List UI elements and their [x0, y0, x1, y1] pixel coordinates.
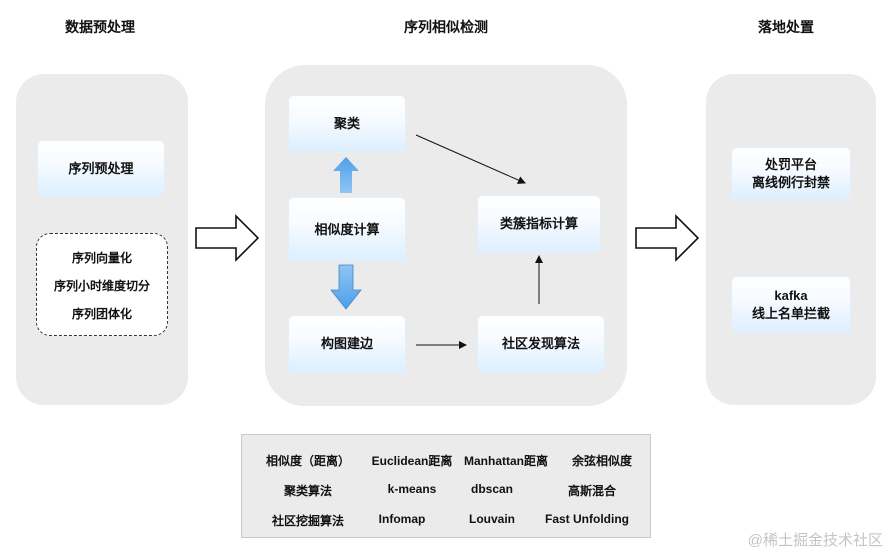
preprocess-steps-box: 序列向量化 序列小时维度切分 序列团体化: [36, 233, 168, 336]
blue-up-arrow-icon: [333, 157, 359, 193]
flow-arrow-1-icon: [195, 214, 260, 262]
node-online-block: kafka 线上名单拦截: [731, 276, 851, 333]
glossary-cell: dbscan: [470, 482, 514, 496]
algorithm-glossary: 相似度（距离） Euclidean距离 Manhattan距离 余弦相似度 聚类…: [241, 434, 651, 538]
glossary-cell: 高斯混合: [567, 484, 617, 498]
arrow-clustering-to-metrics: [415, 134, 526, 184]
watermark: @稀土掘金技术社区: [747, 532, 883, 549]
node-similarity: 相似度计算: [288, 197, 406, 262]
glossary-cell: 余弦相似度: [571, 454, 633, 468]
node-sequence-preprocess: 序列预处理: [37, 140, 165, 197]
title-preprocess: 数据预处理: [65, 19, 135, 35]
blue-down-arrow-icon: [330, 264, 362, 310]
flow-arrow-2-icon: [635, 214, 700, 262]
panel-action: [706, 74, 876, 405]
title-detect: 序列相似检测: [404, 19, 488, 35]
glossary-cell: Manhattan距离: [463, 454, 549, 468]
glossary-cell: 社区挖掘算法: [271, 514, 345, 528]
preprocess-step: 序列小时维度切分: [53, 279, 150, 293]
node-graph-edges: 构图建边: [288, 315, 406, 373]
node-offline-ban: 处罚平台 离线例行封禁: [731, 147, 851, 201]
title-action: 落地处置: [758, 19, 814, 35]
preprocess-step: 序列向量化: [71, 251, 132, 265]
glossary-cell: Euclidean距离: [371, 454, 453, 468]
glossary-cell: 聚类算法: [283, 484, 333, 498]
node-cluster-metrics: 类簇指标计算: [477, 195, 601, 253]
glossary-cell: Infomap: [378, 512, 426, 526]
glossary-cell: 相似度（距离）: [265, 454, 351, 468]
preprocess-step: 序列团体化: [71, 307, 132, 321]
glossary-cell: Fast Unfolding: [545, 512, 629, 526]
node-clustering: 聚类: [288, 95, 406, 153]
node-community-detection: 社区发现算法: [477, 315, 605, 373]
glossary-cell: k-means: [387, 482, 437, 496]
glossary-cell: Louvain: [468, 512, 516, 526]
